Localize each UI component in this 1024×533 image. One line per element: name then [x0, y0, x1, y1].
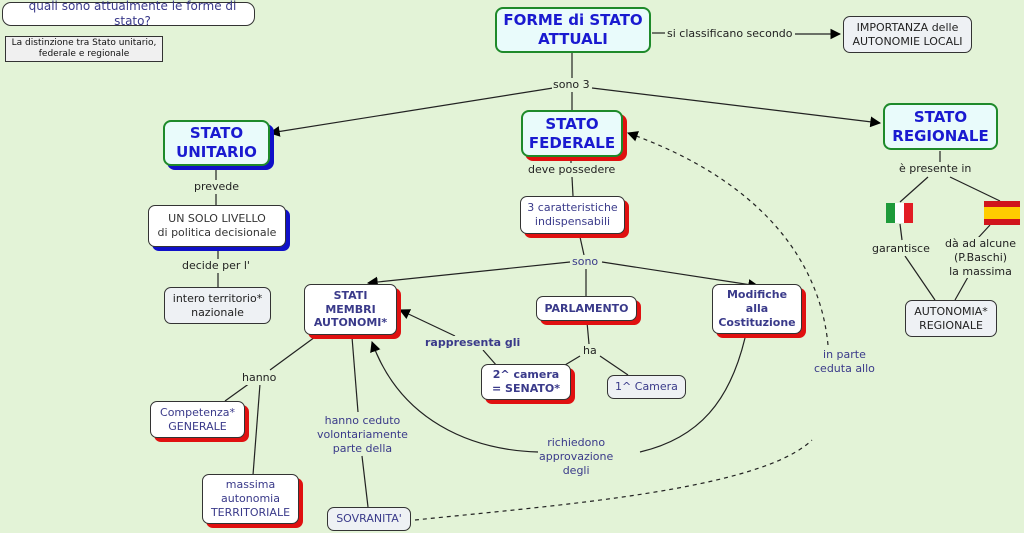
node-massima-autonomia[interactable]: massima autonomia TERRITORIALE	[202, 474, 299, 524]
label-decide-per: decide per l'	[181, 259, 251, 273]
node-importanza[interactable]: IMPORTANZA delle AUTONOMIE LOCALI	[843, 16, 972, 53]
node-stato-regionale[interactable]: STATO REGIONALE	[883, 103, 998, 150]
spain-flag-icon	[984, 201, 1020, 225]
label-in-parte: in parte ceduta allo	[813, 348, 876, 376]
label-sono: sono	[571, 255, 600, 269]
node-parlamento[interactable]: PARLAMENTO	[536, 296, 637, 321]
node-camera[interactable]: 1^ Camera	[607, 375, 686, 399]
arrow-to-stati-membri	[366, 261, 571, 288]
node-autonomia-regionale[interactable]: AUTONOMIA* REGIONALE	[905, 300, 997, 337]
arrow-to-modifiche	[601, 261, 760, 290]
arrow-to-regionale	[591, 87, 882, 128]
arrow-to-unitario	[268, 87, 554, 137]
node-intero-territorio[interactable]: intero territorio* nazionale	[164, 287, 271, 324]
label-prevede: prevede	[193, 180, 241, 194]
label-hanno: hanno	[241, 371, 278, 385]
label-sono-3: sono 3	[552, 78, 591, 92]
node-senato[interactable]: 2^ camera = SENATO*	[481, 364, 571, 400]
label-ha: ha	[582, 344, 598, 358]
label-da-ad-alcune: dà ad alcune (P.Baschi) la massima	[944, 237, 1017, 279]
label-si-classificano: si classificano secondo	[666, 27, 794, 41]
question-text: quali sono attualmente le forme di stato…	[28, 0, 237, 28]
node-caratteristiche[interactable]: 3 caratteristiche indispensabili	[520, 196, 625, 234]
label-presente-in: è presente in	[898, 162, 973, 176]
note-box: La distinzione tra Stato unitario, feder…	[5, 36, 163, 62]
label-garantisce: garantisce	[871, 242, 931, 256]
node-solo-livello[interactable]: UN SOLO LIVELLO di politica decisionale	[148, 205, 286, 247]
label-deve-possedere: deve possedere	[527, 163, 617, 177]
label-richiedono: richiedono approvazione degli	[538, 436, 615, 478]
label-rappresenta: rappresenta gli	[424, 336, 522, 350]
node-stato-unitario[interactable]: STATO UNITARIO	[163, 120, 270, 166]
node-forme-di-stato[interactable]: FORME di STATO ATTUALI	[495, 7, 651, 53]
question-box[interactable]: quali sono attualmente le forme di stato…	[2, 0, 255, 28]
arrow-ceduta-allo	[626, 131, 829, 346]
node-stato-federale[interactable]: STATO FEDERALE	[521, 110, 623, 157]
arrow-rappresenta	[399, 309, 456, 337]
label-hanno-ceduto: hanno ceduto volontariamente parte della	[316, 414, 409, 456]
arrow-richiedono	[370, 340, 539, 453]
node-stati-membri[interactable]: STATI MEMBRI AUTONOMI*	[304, 284, 397, 335]
node-sovranita[interactable]: SOVRANITA'	[327, 507, 411, 531]
node-competenza[interactable]: Competenza* GENERALE	[150, 401, 245, 438]
node-modifiche[interactable]: Modifiche alla Costituzione	[712, 284, 802, 334]
italy-flag-icon	[886, 203, 913, 223]
